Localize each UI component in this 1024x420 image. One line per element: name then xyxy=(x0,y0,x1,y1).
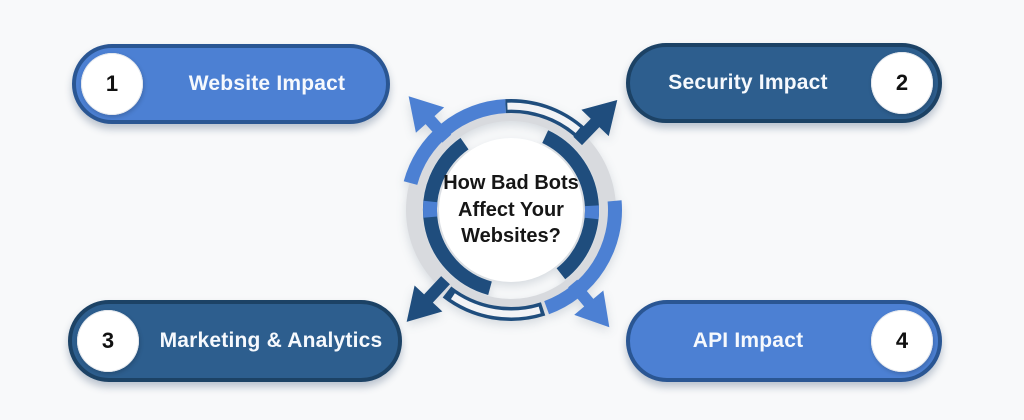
number-badge-4: 4 xyxy=(871,310,933,372)
pill-marketing-analytics: 3 Marketing & Analytics xyxy=(68,300,402,382)
center-disc xyxy=(439,138,583,282)
arrow-southeast-icon xyxy=(568,279,610,328)
pill-label-marketing-analytics: Marketing & Analytics xyxy=(159,329,383,352)
pill-label-website-impact: Website Impact xyxy=(188,72,346,95)
diagram-title-line: How Bad Bots xyxy=(443,172,579,195)
number-badge-3: 3 xyxy=(77,310,139,372)
arc-blue-bottom-right xyxy=(544,200,622,315)
diagram-title-line: Affect Your xyxy=(458,198,564,221)
number-badge-1: 1 xyxy=(81,53,143,115)
arrow-southwest-icon xyxy=(406,276,450,322)
arc-navy-outline-top-right-hollow xyxy=(507,102,581,134)
diagram-title-line: Websites? xyxy=(461,225,561,248)
circular-arrows-graphic xyxy=(403,96,622,328)
arc-navy-inner-right xyxy=(542,130,599,280)
pill-website-impact: 1 Website Impact xyxy=(72,44,390,124)
diagram-title: How Bad Bots Affect Your Websites? xyxy=(431,148,591,272)
ring-gray-base xyxy=(406,105,616,315)
pill-label-security-impact: Security Impact xyxy=(668,71,828,94)
arc-navy-outline-bottom-left-hollow xyxy=(450,293,541,318)
arc-navy-inner-left xyxy=(423,137,492,295)
arrow-northwest-icon xyxy=(408,96,452,143)
pill-label-api-impact: API Impact xyxy=(692,329,804,352)
arrow-northeast-icon xyxy=(573,99,618,146)
pill-security-impact: 2 Security Impact xyxy=(626,43,942,123)
number-badge-2: 2 xyxy=(871,52,933,114)
pill-api-impact: 4 API Impact xyxy=(626,300,942,382)
